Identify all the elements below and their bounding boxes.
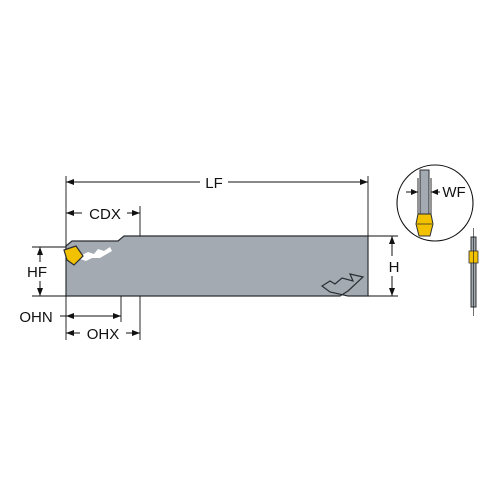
cutting-insert — [63, 245, 84, 266]
h-label: H — [389, 259, 400, 276]
ohn-arrow-right — [113, 313, 121, 319]
blade-insert-slot — [80, 247, 112, 261]
ohx-arrow-right — [132, 330, 140, 336]
lf-arrow-right — [360, 179, 368, 185]
ohn-label: OHN — [19, 309, 52, 326]
blade-edge-view — [468, 228, 479, 316]
ohx-arrow-left — [66, 330, 74, 336]
cdx-arrow-left — [66, 210, 74, 216]
h-arrow-top — [389, 236, 395, 244]
wf-arrow-right — [431, 189, 438, 195]
blade-body — [65, 235, 369, 297]
detail-view-content — [406, 169, 440, 237]
h-arrow-bottom — [389, 288, 395, 296]
wf-arrow-left — [411, 189, 418, 195]
detail-view-circle — [396, 164, 474, 242]
detail-insert — [415, 213, 434, 237]
hf-label: HF — [27, 264, 47, 281]
hf-arrow-top — [37, 247, 43, 255]
ohn-arrow-left — [66, 313, 74, 319]
cdx-arrow-right — [132, 210, 140, 216]
ohx-label: OHX — [87, 326, 120, 343]
cdx-label: CDX — [89, 206, 121, 223]
lf-arrow-left — [66, 179, 74, 185]
wf-label: WF — [442, 184, 465, 201]
lf-label: LF — [205, 175, 223, 192]
hf-arrow-bottom — [37, 288, 43, 296]
